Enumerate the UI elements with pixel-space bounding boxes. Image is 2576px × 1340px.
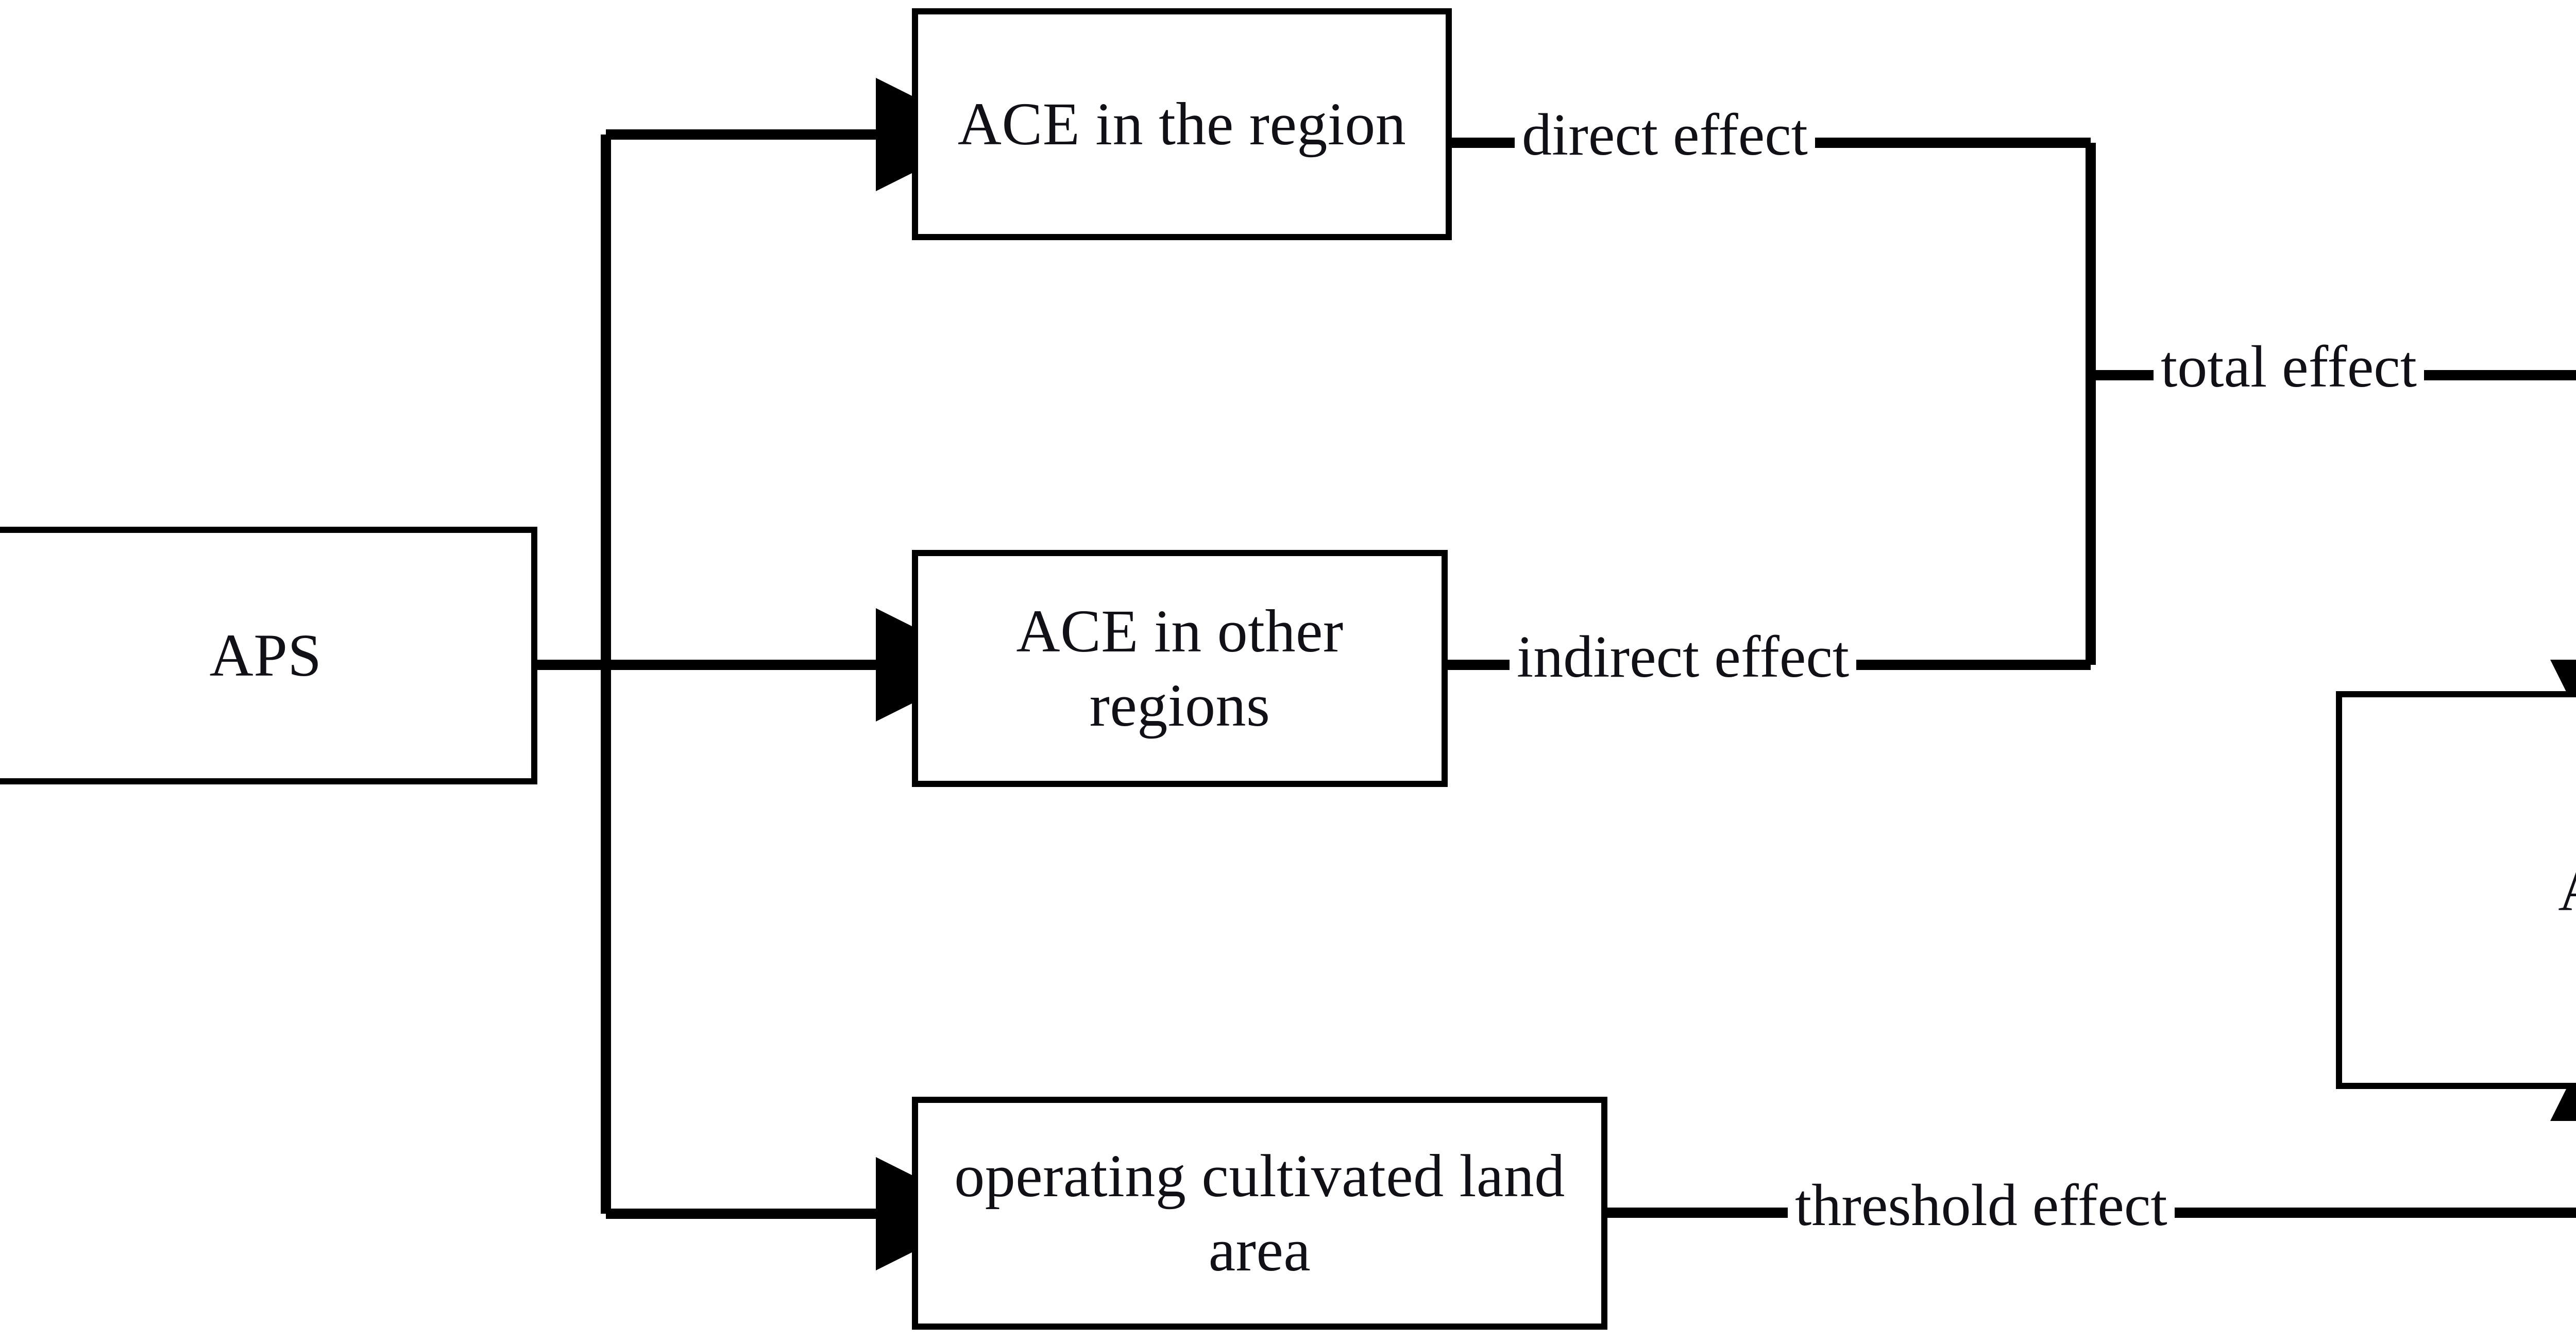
node-ace[interactable]: ACE xyxy=(2336,691,2576,1089)
edge-label-total-effect: total effect xyxy=(2154,335,2425,402)
node-ace-in-the-region-label: ACE in the region xyxy=(957,90,1406,158)
node-aps-label: APS xyxy=(209,622,322,690)
node-operating-cultivated-land-area[interactable]: operating cultivated land area xyxy=(912,1097,1607,1330)
node-operating-cultivated-land-area-label: operating cultivated land area xyxy=(954,1142,1565,1284)
node-ace-in-the-region[interactable]: ACE in the region xyxy=(912,8,1452,240)
edge-total-effect xyxy=(2091,370,2576,773)
node-ace-in-other-regions-label: ACE in other regions xyxy=(1016,597,1344,739)
edge-label-direct-effect: direct effect xyxy=(1515,103,1815,170)
node-ace-label: ACE xyxy=(2550,853,2576,927)
edge-label-threshold-effect: threshold effect xyxy=(1788,1174,2175,1241)
edge-label-indirect-effect: indirect effect xyxy=(1510,625,1857,692)
node-aps[interactable]: APS xyxy=(0,527,537,784)
node-ace-in-other-regions[interactable]: ACE in other regions xyxy=(912,550,1448,787)
